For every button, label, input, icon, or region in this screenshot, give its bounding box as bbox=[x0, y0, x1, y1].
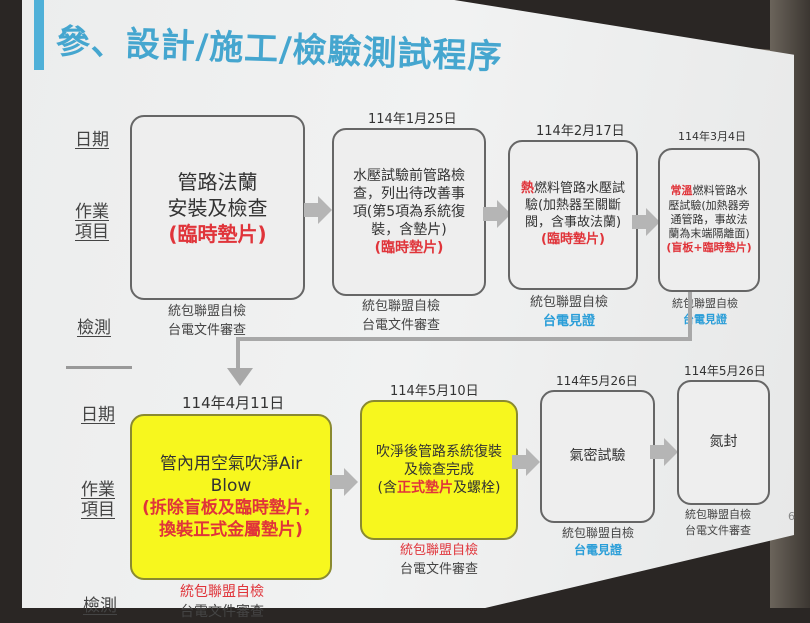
step-text: 水壓試驗前管路檢 bbox=[353, 167, 465, 184]
row-divider bbox=[66, 366, 132, 369]
check-self: 統包聯盟自檢 bbox=[362, 299, 441, 314]
check-self: 統包聯盟自檢 bbox=[400, 543, 479, 558]
page-number: 6 bbox=[788, 510, 795, 523]
check-taipower: 台電文件審查 bbox=[362, 317, 441, 333]
step-red-note: (臨時墊片) bbox=[541, 231, 605, 247]
step-check-4: 統包聯盟自檢台電見證 bbox=[672, 296, 738, 328]
step-text: 壓試驗(加熱器旁 bbox=[668, 198, 750, 212]
step-red-note: 正式墊片 bbox=[397, 480, 453, 497]
step-text: 驗(加熱器至關斷 bbox=[524, 198, 622, 214]
step-red-note: (拆除盲板及臨時墊片， bbox=[142, 498, 320, 518]
step-text: 熱燃料管路水壓試 bbox=[521, 181, 625, 198]
check-taipower: 台電文件審查 bbox=[168, 322, 247, 338]
step-date-7: 114年5月26日 bbox=[556, 374, 638, 388]
check-taipower: 台電文件審查 bbox=[180, 604, 264, 621]
row-label-work-line: 作業 bbox=[75, 202, 109, 222]
step-text: 常溫燃料管路水 bbox=[671, 184, 748, 198]
step-text-part: (含 bbox=[377, 480, 397, 497]
red-prefix: 常溫 bbox=[670, 184, 693, 198]
step-text: 管路法蘭 bbox=[177, 169, 258, 194]
step-check-3: 統包聯盟自檢台電見證 bbox=[530, 294, 608, 332]
step-date-2: 114年1月25日 bbox=[368, 112, 457, 127]
row-label-date: 日期 bbox=[81, 405, 115, 425]
step-text: Blow bbox=[210, 475, 252, 496]
step-red-note: (臨時墊片) bbox=[374, 240, 444, 257]
step-text-part: 及螺栓) bbox=[453, 480, 501, 497]
check-taipower: 台電文件審查 bbox=[685, 523, 751, 537]
step-text-part: 燃料管路水 bbox=[692, 184, 748, 198]
step-text: 安裝及檢查 bbox=[167, 195, 268, 220]
row-label-work-line: 項目 bbox=[75, 222, 109, 242]
step-date-4: 114年3月4日 bbox=[678, 130, 746, 143]
step-text: 蘭為末端隔離面) bbox=[668, 227, 750, 241]
step-check-5: 統包聯盟自檢台電文件審查 bbox=[180, 582, 264, 623]
check-self: 統包聯盟自檢 bbox=[672, 297, 738, 310]
arrow-right-icon bbox=[304, 196, 332, 224]
arrow-down-icon bbox=[227, 368, 253, 386]
step-date-3: 114年2月17日 bbox=[536, 124, 625, 139]
check-self: 統包聯盟自檢 bbox=[685, 508, 751, 521]
step-text: (含正式墊片及螺栓) bbox=[378, 479, 501, 497]
step-red-note: (盲板+臨時墊片) bbox=[666, 241, 752, 255]
step-text: 裝，含墊片) bbox=[371, 222, 447, 239]
step-text: 閥，含事故法蘭) bbox=[524, 215, 622, 230]
step-text: 氮封 bbox=[709, 434, 738, 451]
check-self: 統包聯盟自檢 bbox=[168, 304, 247, 319]
step-red-note: (臨時墊片) bbox=[168, 221, 267, 246]
step-check-8: 統包聯盟自檢台電文件審查 bbox=[685, 507, 751, 539]
step-check-7: 統包聯盟自檢台電見證 bbox=[562, 525, 634, 560]
step-box-4: 常溫燃料管路水 壓試驗(加熱器旁 通管路，事故法 蘭為末端隔離面) (盲板+臨時… bbox=[658, 148, 760, 292]
title-accent-bar bbox=[34, 0, 44, 70]
row-label-work-line: 作業 bbox=[81, 480, 115, 500]
row-label-work: 作業項目 bbox=[78, 480, 118, 520]
arrow-right-icon bbox=[330, 468, 358, 496]
step-text: 及檢查完成 bbox=[404, 461, 474, 478]
arrow-right-icon bbox=[650, 438, 678, 466]
step-text: 吹淨後管路系統復裝 bbox=[376, 443, 502, 460]
check-taipower: 台電見證 bbox=[574, 543, 623, 558]
step-check-6: 統包聯盟自檢台電文件審查 bbox=[400, 542, 478, 580]
arrow-right-icon bbox=[483, 200, 511, 228]
check-self: 統包聯盟自檢 bbox=[530, 295, 609, 310]
check-self: 統包聯盟自檢 bbox=[562, 526, 635, 540]
step-box-5: 管內用空氣吹淨Air Blow (拆除盲板及臨時墊片， 換裝正式金屬墊片) bbox=[130, 414, 332, 580]
step-box-7: 氣密試驗 bbox=[540, 390, 655, 523]
connector-line bbox=[688, 292, 692, 340]
arrow-right-icon bbox=[512, 448, 540, 476]
check-taipower: 台電見證 bbox=[683, 312, 727, 326]
step-check-1: 統包聯盟自檢台電文件審查 bbox=[168, 303, 246, 341]
step-text: 項(第5項為系統復 bbox=[352, 203, 466, 220]
red-prefix: 熱 bbox=[520, 181, 534, 197]
step-text-part: 燃料管路水壓試 bbox=[534, 181, 626, 197]
step-date-6: 114年5月10日 bbox=[390, 384, 479, 399]
step-text: 通管路，事故法 bbox=[670, 212, 748, 226]
step-check-2: 統包聯盟自檢台電文件審查 bbox=[362, 298, 440, 336]
step-box-1: 管路法蘭 安裝及檢查 (臨時墊片) bbox=[130, 115, 305, 300]
check-self: 統包聯盟自檢 bbox=[180, 584, 264, 600]
step-date-5: 114年4月11日 bbox=[182, 394, 285, 412]
row-label-work: 作業項目 bbox=[72, 202, 112, 242]
step-text: 氣密試驗 bbox=[569, 448, 626, 465]
step-box-6: 吹淨後管路系統復裝 及檢查完成 (含正式墊片及螺栓) bbox=[360, 400, 518, 540]
check-taipower: 台電文件審查 bbox=[400, 561, 479, 577]
row-label-work-line: 項目 bbox=[81, 500, 115, 520]
check-taipower: 台電見證 bbox=[543, 313, 596, 329]
connector-line bbox=[236, 337, 692, 341]
step-date-8: 114年5月26日 bbox=[684, 364, 766, 378]
connector-line bbox=[236, 337, 240, 369]
row-label-date: 日期 bbox=[75, 130, 109, 150]
step-box-2: 水壓試驗前管路檢 查，列出待改善事 項(第5項為系統復 裝，含墊片) (臨時墊片… bbox=[332, 128, 486, 296]
step-red-note: 換裝正式金屬墊片) bbox=[159, 520, 303, 541]
step-box-8: 氮封 bbox=[677, 380, 770, 505]
arrow-right-icon bbox=[632, 208, 660, 236]
row-label-inspect: 檢測 bbox=[83, 596, 117, 616]
step-text: 查，列出待改善事 bbox=[353, 185, 465, 202]
step-box-3: 熱燃料管路水壓試 驗(加熱器至關斷 閥，含事故法蘭) (臨時墊片) bbox=[508, 140, 638, 290]
row-label-inspect: 檢測 bbox=[77, 318, 111, 338]
step-text: 管內用空氣吹淨Air bbox=[159, 453, 303, 474]
